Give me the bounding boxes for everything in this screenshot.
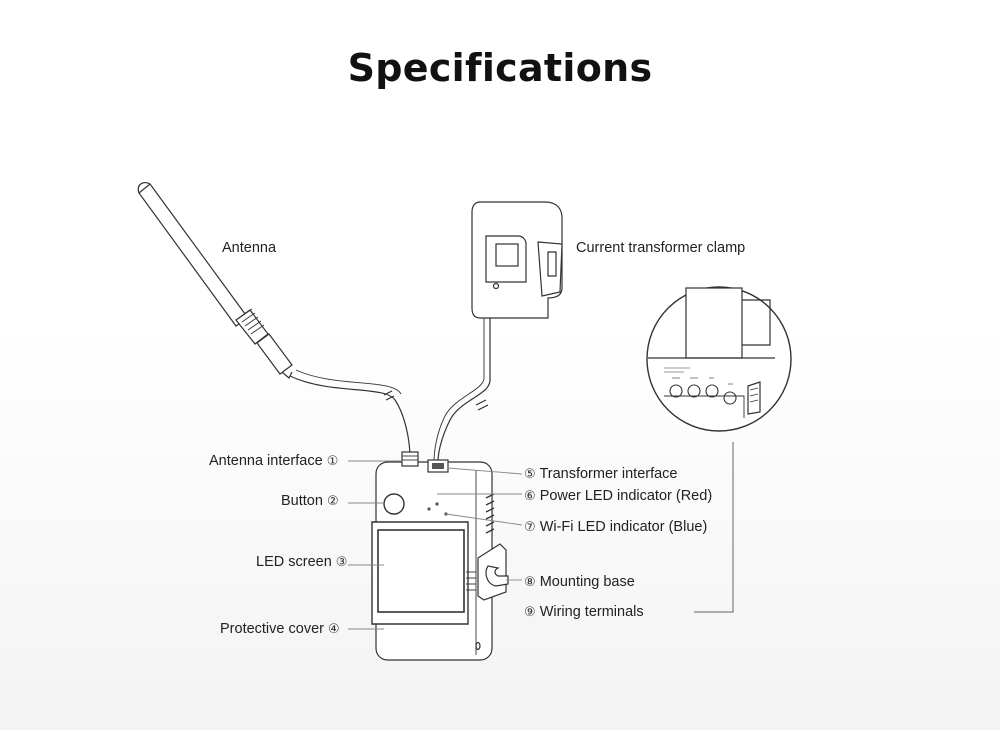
callout-text: LED screen xyxy=(256,554,332,570)
callout-number: ⑨ xyxy=(524,605,536,620)
terminals-leader-line xyxy=(694,442,734,613)
callout-number: ⑦ xyxy=(524,520,536,535)
callout-button: Button ② xyxy=(281,492,339,511)
callout-text: Wiring terminals xyxy=(539,604,644,620)
callout-text: Protective cover xyxy=(220,621,324,637)
antenna-label: Antenna xyxy=(222,240,277,256)
ct-clamp-illustration xyxy=(471,201,563,319)
callout-number: ⑤ xyxy=(524,467,536,482)
callout-number: ⑧ xyxy=(524,575,536,590)
callout-text: Mounting base xyxy=(539,574,635,590)
callout-wiring-terminals: ⑨ Wiring terminals xyxy=(524,603,644,622)
callout-number: ⑥ xyxy=(524,489,536,504)
callout-wifi-led: ⑦ Wi-Fi LED indicator (Blue) xyxy=(524,518,707,537)
callout-number: ③ xyxy=(335,555,348,570)
device-body xyxy=(371,451,509,661)
page-title: Specifications xyxy=(347,46,653,90)
callout-text: Antenna interface xyxy=(209,453,323,469)
callout-led-screen: LED screen ③ xyxy=(256,553,347,572)
antenna-illustration xyxy=(137,181,293,379)
callout-mounting-base: ⑧ Mounting base xyxy=(524,573,635,592)
callout-text: Wi-Fi LED indicator (Blue) xyxy=(539,519,708,535)
callout-text: Power LED indicator (Red) xyxy=(539,488,713,504)
ct-cable xyxy=(437,318,491,463)
callout-power-led: ⑥ Power LED indicator (Red) xyxy=(524,487,712,506)
callout-number: ② xyxy=(326,494,339,509)
callout-text: Transformer interface xyxy=(539,466,678,482)
callout-antenna-interface: Antenna interface ① xyxy=(209,452,338,471)
callout-transformer-interface: ⑤ Transformer interface xyxy=(524,465,678,484)
antenna-cable xyxy=(289,375,411,459)
ct-clamp-label: Current transformer clamp xyxy=(576,240,746,256)
wiring-terminals-detail xyxy=(646,286,792,432)
callout-number: ④ xyxy=(328,622,340,637)
callout-protective-cover: Protective cover ④ xyxy=(220,620,340,639)
callout-number: ① xyxy=(326,454,339,469)
callout-text: Button xyxy=(281,493,323,509)
